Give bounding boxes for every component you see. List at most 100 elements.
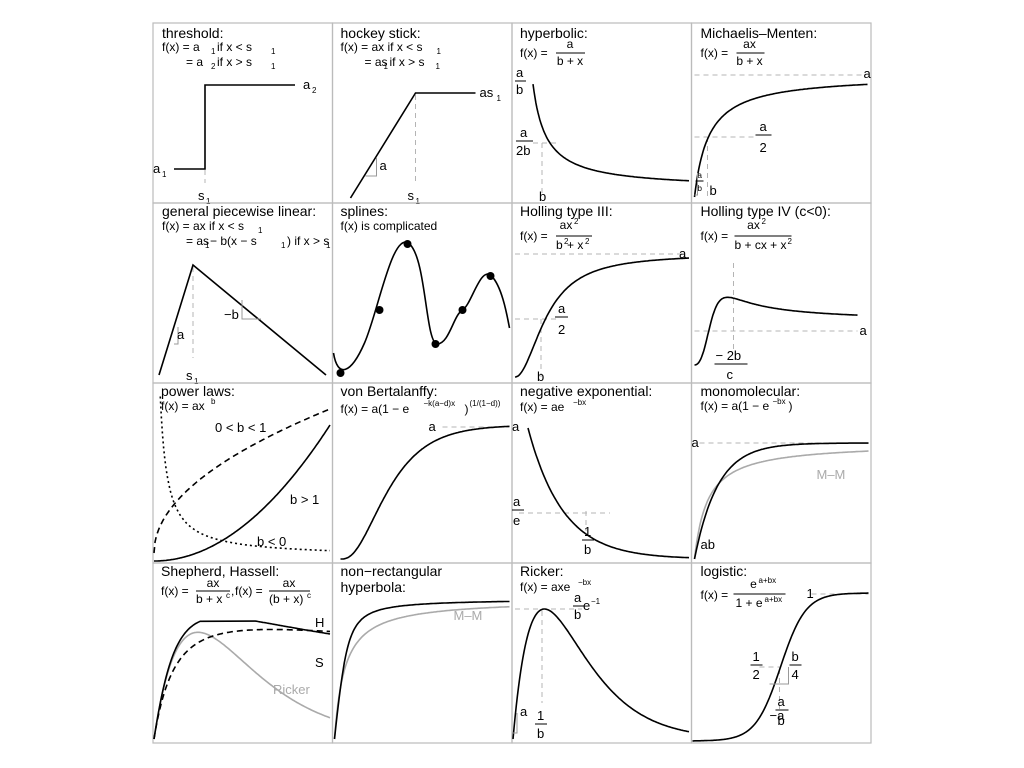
formula: f(x) is complicated — [341, 219, 438, 233]
label: a — [574, 590, 582, 605]
holling-iii-curve — [514, 257, 689, 378]
label: b — [539, 189, 546, 204]
label: b — [792, 649, 799, 664]
label: b + x — [557, 54, 583, 68]
label: e — [750, 577, 757, 591]
ricker-curve — [512, 608, 690, 740]
holling-iv-curve — [694, 296, 858, 366]
label: , — [231, 584, 234, 598]
label: a — [679, 246, 687, 261]
panel-title: Michaelis–Menten: — [701, 25, 818, 41]
michaelis-menten-curve — [693, 83, 868, 198]
label: ax — [207, 576, 220, 590]
formula: f(x) = — [701, 588, 729, 602]
spline-knot — [431, 340, 440, 348]
label: c — [727, 367, 734, 382]
label: a — [567, 37, 574, 51]
label: c — [226, 591, 230, 600]
formula: f(x) = — [701, 229, 729, 243]
threshold-curve — [174, 84, 295, 170]
label: ) if x > s — [287, 234, 329, 248]
panel-title: Ricker: — [520, 563, 564, 579]
hockey-curve — [349, 92, 476, 199]
panel-splines: splines:f(x) is complicated — [331, 202, 513, 384]
panel-title: Shepherd, Hassell: — [161, 563, 279, 579]
hyperbolic-curve — [532, 83, 690, 182]
label: 1 — [271, 62, 276, 71]
spline-knot — [458, 306, 467, 314]
formula: f(x) = — [520, 46, 548, 60]
spline-knot — [486, 272, 495, 280]
slope-triangle — [769, 667, 789, 685]
label: 2 — [558, 322, 565, 337]
panel-general-piecewise-linear: general piecewise linear:f(x) = ax if x … — [152, 202, 334, 386]
label: −bx — [578, 578, 591, 587]
label: −b — [224, 307, 239, 322]
label: − b(x − s — [210, 234, 257, 248]
label: 1 — [271, 47, 276, 56]
label: 1 — [258, 226, 263, 235]
label: 2 — [788, 237, 793, 246]
panel-title: monomolecular: — [701, 383, 801, 399]
formula: f(x) = ax if x < s — [341, 40, 423, 54]
label: as — [480, 85, 494, 100]
formula: f(x) = — [520, 229, 548, 243]
formula: f(x) = — [701, 46, 729, 60]
label: 1 — [437, 47, 442, 56]
label: 2 — [762, 217, 767, 226]
label: b — [698, 184, 703, 193]
power-curve-b-gt-1 — [154, 424, 331, 562]
panel-title: hockey stick: — [341, 25, 421, 41]
ricker-reference-curve — [153, 631, 331, 740]
panel-von-bertalanffy: von Bertalanffy:f(x) = a(1 − e−k(a−d)x)(… — [331, 382, 513, 564]
label: = as — [365, 55, 388, 69]
mm-reference-curve — [693, 450, 869, 560]
label: 1 + e — [736, 596, 763, 610]
mm-reference-curve — [333, 605, 510, 740]
label: 2 — [574, 217, 579, 226]
panel-title: hyperbola: — [341, 579, 406, 595]
panel-frame — [690, 562, 872, 744]
label: 2 — [585, 237, 590, 246]
label: 4 — [792, 667, 799, 682]
von-bertalanffy-curve — [340, 425, 510, 560]
label: a — [558, 301, 566, 316]
label: ) — [465, 402, 469, 416]
non-rectangular-hyperbola-curve — [333, 600, 510, 740]
label: b — [584, 542, 591, 557]
label: a — [516, 65, 524, 80]
label: + x — [567, 238, 583, 252]
label: b + x — [736, 54, 762, 68]
label: S — [315, 655, 324, 670]
label: b — [574, 607, 581, 622]
label: 2 — [564, 237, 569, 246]
label: c — [307, 591, 311, 600]
label: 1 — [436, 62, 441, 71]
panel-title: general piecewise linear: — [162, 203, 316, 219]
label: a — [512, 419, 520, 434]
label: a — [778, 694, 786, 709]
panel-title: von Bertalanffy: — [341, 383, 438, 399]
shepherd-curve — [153, 620, 331, 740]
slope-triangle — [241, 300, 261, 320]
label: 1 — [206, 197, 211, 206]
spline-knot — [375, 306, 384, 314]
label: a — [380, 158, 388, 173]
negative-exponential-curve — [527, 427, 690, 559]
label: 1 — [384, 62, 389, 71]
panel-title: Holling type III: — [520, 203, 613, 219]
spline-curve — [332, 241, 511, 371]
power-curve-b-lt-0 — [159, 396, 330, 552]
label: −k(a−d)x — [424, 399, 456, 408]
label: 1 — [281, 241, 286, 250]
label: e — [513, 513, 520, 528]
label: b > 1 — [290, 492, 319, 507]
label: 1 — [497, 94, 502, 103]
label: −a — [770, 708, 786, 723]
